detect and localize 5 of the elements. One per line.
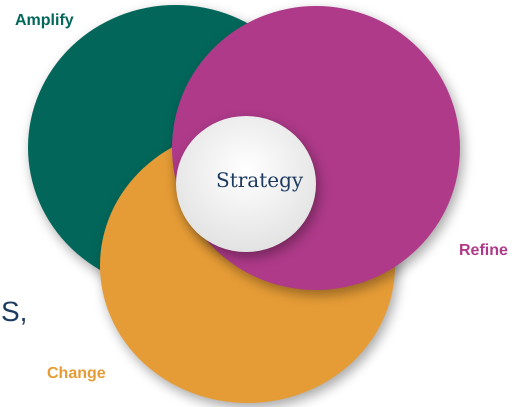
text-fragment: S, (1, 296, 28, 328)
center-label: Strategy (216, 171, 304, 189)
circle-label: Amplify (15, 12, 74, 30)
circle-label: Change (47, 365, 106, 383)
circle-label: Refine (459, 242, 508, 260)
